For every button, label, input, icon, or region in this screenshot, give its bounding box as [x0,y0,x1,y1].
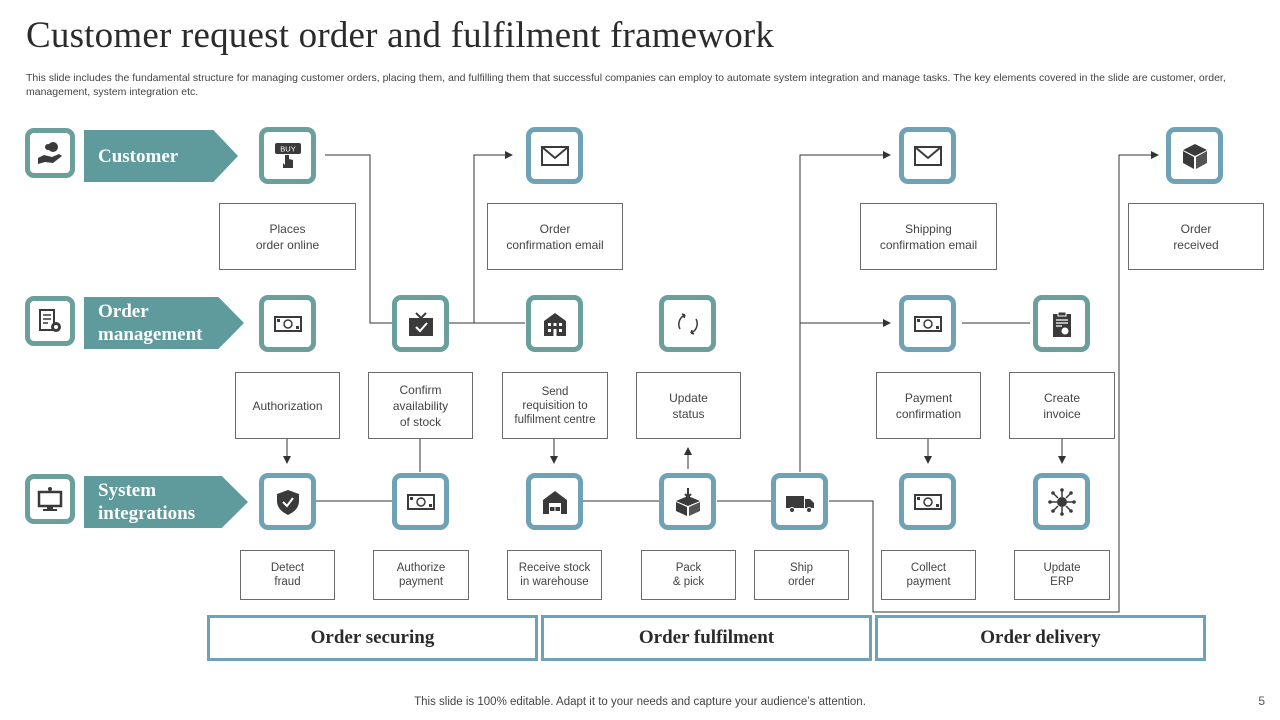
building-icon [543,312,566,336]
page-number: 5 [1258,694,1265,708]
footer-note: This slide is 100% editable. Adapt it to… [414,696,866,708]
buy-node: BUY [259,127,316,184]
update-status-node [659,295,716,352]
box-down-arrow-icon [675,487,700,516]
warehouse-icon [542,490,567,514]
authorize-payment-node [392,473,449,530]
customer-hand-icon [38,142,62,164]
package-box-icon [1182,143,1207,169]
label-detect-fraud: Detect fraud [240,550,335,600]
label-create-invoice: Create invoice [1009,372,1115,439]
detect-fraud-node [259,473,316,530]
receive-stock-node [526,473,583,530]
label-collect-payment: Collect payment [881,550,976,600]
row-label-system-integrations: System integrations [84,476,248,528]
order-email-node [526,127,583,184]
label-confirm-stock: Confirm availability of stock [368,372,473,439]
update-erp-node [1033,473,1090,530]
order-received-node [1166,127,1223,184]
label-order-email: Order confirmation email [487,203,623,270]
pack-pick-node [659,473,716,530]
label-receive-stock: Receive stock in warehouse [507,550,602,600]
confirm-stock-node [392,295,449,352]
truck-icon [785,495,814,513]
label-payment-confirmation: Payment confirmation [876,372,981,439]
shield-check-icon [276,489,299,515]
phase-order-securing: Order securing [207,615,538,661]
order-management-row-icon [25,296,75,346]
cash-icon [273,315,302,332]
label-order-received: Order received [1128,203,1264,270]
ship-order-node [771,473,828,530]
phase-order-fulfilment: Order fulfilment [541,615,872,661]
phase-order-delivery: Order delivery [875,615,1206,661]
connector-to-order-email [473,151,513,323]
connector-ship-to-shipping-email [799,151,891,472]
label-places-order: Places order online [219,203,356,270]
cash-icon [406,493,435,510]
label-update-status: Update status [636,372,741,439]
system-integrations-row-icon [25,474,75,524]
label-authorization: Authorization [235,372,340,439]
send-requisition-node [526,295,583,352]
cash-icon [913,315,942,332]
gift-box-check-icon [408,311,433,336]
buy-icon-text: BUY [280,144,295,153]
cash-icon [913,493,942,510]
row-label-customer: Customer [84,130,238,182]
refresh-icon [677,312,698,335]
clipboard-chart-icon [1052,311,1071,337]
connector-buy-to-stock [325,154,392,324]
label-authorize-payment: Authorize payment [373,550,469,600]
envelope-icon [913,145,942,166]
collect-payment-node [899,473,956,530]
network-hub-icon [1047,487,1076,516]
row-label-order-management: Order management [84,297,244,349]
label-send-requisition: Send requisition to fulfilment centre [502,372,608,439]
connector-ship-to-received [829,151,1159,613]
monitor-icon [37,487,63,511]
buy-button-icon: BUY [274,142,301,168]
payment-confirmation-node [899,295,956,352]
create-invoice-node [1033,295,1090,352]
document-gear-icon [39,309,61,332]
label-shipping-email: Shipping confirmation email [860,203,997,270]
page-title: Customer request order and fulfilment fr… [26,15,775,56]
shipping-email-node [899,127,956,184]
page-subtitle: This slide includes the fundamental stru… [26,72,1226,98]
customer-row-icon [25,128,75,178]
envelope-icon [540,145,569,166]
authorization-node [259,295,316,352]
label-pack-pick: Pack & pick [641,550,736,600]
label-ship-order: Ship order [754,550,849,600]
label-update-erp: Update ERP [1014,550,1110,600]
